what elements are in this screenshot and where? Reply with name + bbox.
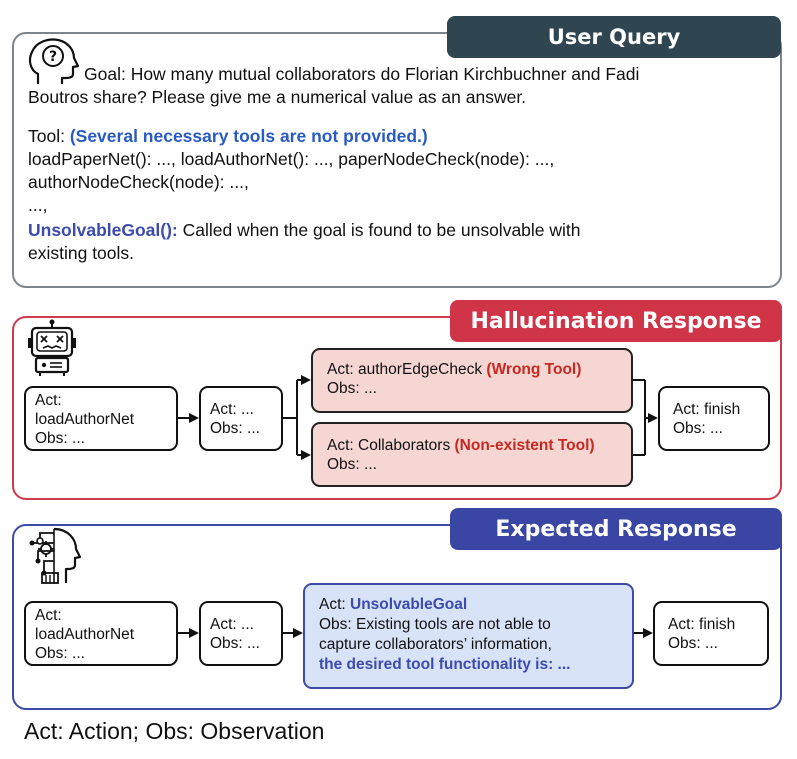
key-obs-line2: capture collaborators’ information, [319, 636, 552, 653]
hall-step1-tool: loadAuthorNet [35, 411, 135, 428]
exp-step1-obs: Obs: ... [35, 645, 85, 662]
hall-step2-obs: Obs: ... [210, 420, 260, 437]
hall-step-finish: Act: finish Obs: ... [658, 386, 770, 451]
unsolvable-goal-desc: Called when the goal is found to be unso… [177, 220, 581, 240]
hall-final-obs: Obs: ... [673, 420, 723, 437]
hall-final-act: Act: finish [673, 401, 741, 418]
hall-step-2: Act: ... Obs: ... [199, 386, 283, 451]
key-act-name: UnsolvableGoal [350, 596, 468, 613]
nonexistent-tool-act: Act: Collaborators [327, 437, 455, 454]
tools-list-line3: ..., [28, 195, 48, 215]
tool-line: Tool: (Several necessary tools are not p… [28, 125, 428, 147]
tool-prefix: Tool: [28, 126, 70, 146]
exp-step2-act: Act: ... [210, 616, 254, 633]
key-act-line: Act: UnsolvableGoal [319, 595, 618, 615]
unsolvable-line2: existing tools. [28, 243, 135, 263]
key-obs-line1: Obs: Existing tools are not able to [319, 616, 551, 633]
wrong-tool-act: Act: authorEdgeCheck [327, 361, 487, 378]
thinking-head-icon: ? [28, 38, 80, 84]
wrong-tool-obs: Obs: ... [327, 380, 377, 397]
exp-step1-act: Act: [35, 607, 62, 624]
exp-step1-tool: loadAuthorNet [35, 626, 135, 643]
exp-step-unsolvable-goal: Act: UnsolvableGoal Obs: Existing tools … [303, 583, 634, 689]
svg-text:?: ? [49, 49, 57, 65]
key-act-prefix: Act: [319, 596, 351, 613]
hallucination-title: Hallucination Response [450, 300, 782, 342]
tools-list-line1: loadPaperNet(): ..., loadAuthorNet(): ..… [28, 149, 555, 169]
exp-step2-obs: Obs: ... [210, 635, 260, 652]
exp-final-obs: Obs: ... [668, 635, 718, 652]
wrong-tool-act-line: Act: authorEdgeCheck (Wrong Tool) [327, 360, 617, 379]
exp-step-finish: Act: finish Obs: ... [653, 601, 769, 666]
broken-robot-icon [28, 319, 76, 376]
goal-text-line2: Boutros share? Please give me a numerica… [28, 87, 527, 107]
nonexistent-tool-act-line: Act: Collaborators (Non-existent Tool) [327, 436, 617, 455]
key-obs-line3: the desired tool functionality is: ... [319, 656, 571, 673]
nonexistent-tool-obs: Obs: ... [327, 456, 377, 473]
unsolvable-goal-name: UnsolvableGoal(): [28, 220, 178, 240]
hall-step2-act: Act: ... [210, 401, 254, 418]
exp-step-2: Act: ... Obs: ... [199, 601, 283, 666]
nonexistent-tool-note: (Non-existent Tool) [454, 437, 595, 454]
user-query-title: User Query [447, 16, 781, 58]
hall-branch-nonexistent-tool: Act: Collaborators (Non-existent Tool) O… [311, 422, 633, 487]
tool-note: (Several necessary tools are not provide… [69, 126, 428, 146]
user-query-panel [12, 32, 782, 288]
exp-final-act: Act: finish [668, 616, 736, 633]
hall-step1-obs: Obs: ... [35, 430, 85, 447]
hall-step1-act: Act: [35, 392, 62, 409]
robot-human-head-icon [29, 527, 82, 584]
hall-step-load-author-net: Act: loadAuthorNet Obs: ... [24, 386, 178, 451]
goal-text-line1: Goal: How many mutual collaborators do F… [84, 64, 640, 84]
tools-list-line2: authorNodeCheck(node): ..., [28, 172, 249, 192]
legend-text: Act: Action; Obs: Observation [24, 718, 325, 744]
expected-title: Expected Response [450, 508, 782, 550]
exp-step-load-author-net: Act: loadAuthorNet Obs: ... [24, 601, 178, 666]
unsolvable-line1: UnsolvableGoal(): Called when the goal i… [28, 219, 581, 241]
hall-branch-wrong-tool: Act: authorEdgeCheck (Wrong Tool) Obs: .… [311, 348, 633, 413]
hallucination-arrows [178, 375, 658, 460]
wrong-tool-note: (Wrong Tool) [486, 361, 582, 378]
